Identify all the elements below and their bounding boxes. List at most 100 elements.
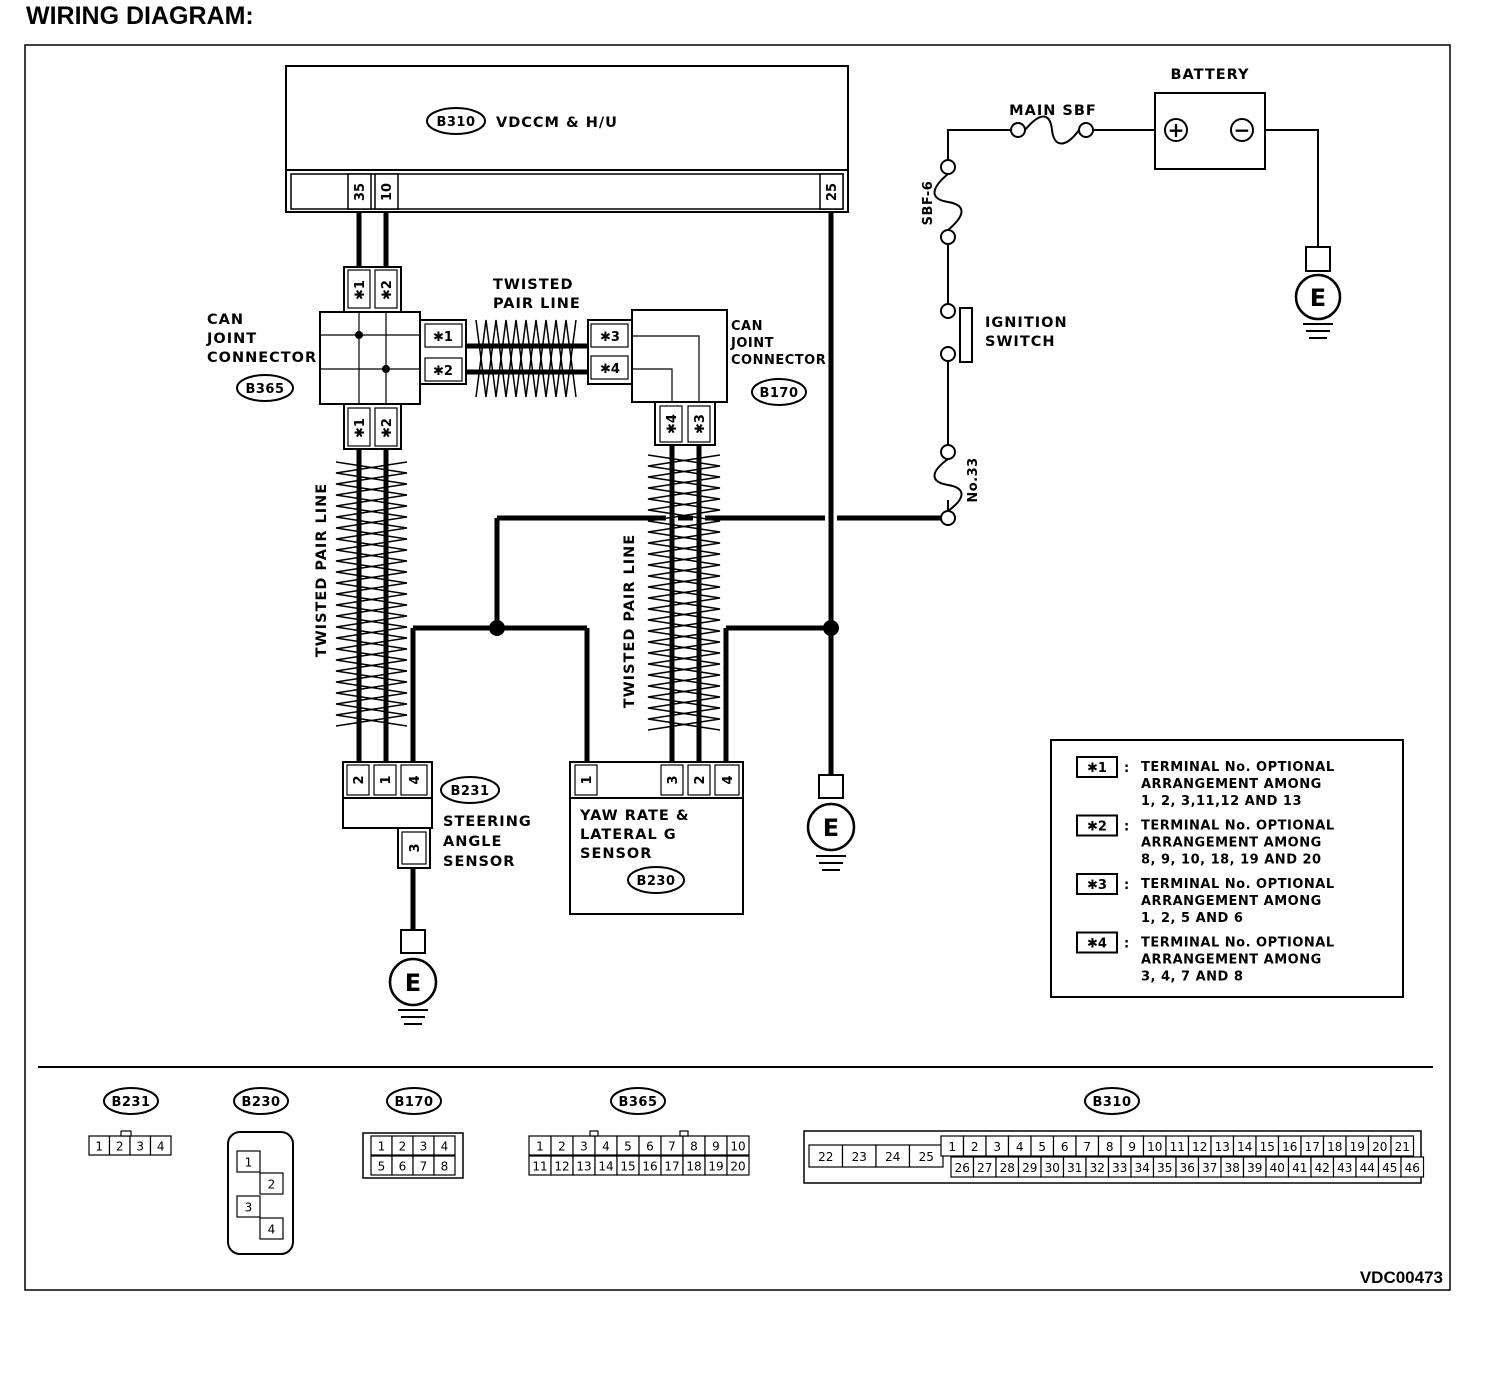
b170-tag: B170: [759, 386, 798, 401]
b365-view-pin: 5: [624, 1140, 632, 1154]
b310-view-pin: 41: [1292, 1161, 1307, 1175]
b310-view-pin: 20: [1372, 1140, 1387, 1154]
b310-view-pin: 7: [1083, 1140, 1091, 1154]
b310-view-pin: 44: [1360, 1161, 1375, 1175]
b310-view-pin: 11: [1170, 1140, 1185, 1154]
b365-tag: B365: [245, 382, 284, 397]
twisted-pair-coil: [647, 454, 721, 731]
b310-view-pin: 17: [1305, 1140, 1320, 1154]
b170-view-pin: 6: [399, 1160, 407, 1174]
b230-view-pin: 3: [245, 1201, 253, 1215]
b231-pin-3: 3: [408, 843, 423, 852]
junction-node: [489, 620, 505, 636]
b310-view-pin: 15: [1260, 1140, 1275, 1154]
b170-bottom-pin-3: ✱3: [693, 414, 708, 434]
battery-plus-icon: +: [1168, 118, 1185, 142]
legend-key-box: [1076, 873, 1118, 895]
b231-view-pin: 2: [116, 1140, 124, 1154]
b170-left-pin-3: ✱3: [600, 330, 620, 345]
connector-tag-label: B310: [1092, 1095, 1131, 1110]
b310-view-pin: 1: [948, 1140, 956, 1154]
twisted-pair-label-top-1: TWISTED: [493, 277, 574, 293]
connector-tag: [440, 776, 500, 804]
b365-label-line1: CAN: [207, 312, 244, 328]
b231-view-pin: 1: [95, 1140, 103, 1154]
legend-text-line: ARRANGEMENT AMONG: [1141, 777, 1322, 792]
b310-view-pin: 9: [1128, 1140, 1136, 1154]
connector-tag: [233, 1087, 289, 1115]
legend-key-box: [1076, 931, 1118, 954]
b310-view-pin: 33: [1112, 1161, 1127, 1175]
b230-view-pin: 2: [268, 1178, 276, 1192]
b170-label-line1: CAN: [731, 319, 763, 334]
b365-view-pin: 9: [712, 1140, 720, 1154]
legend-text-line: TERMINAL No. OPTIONAL: [1141, 819, 1335, 834]
battery-minus-icon: −: [1234, 118, 1251, 142]
b310-view-pin: 16: [1282, 1140, 1297, 1154]
b310-view-pin: 46: [1405, 1161, 1420, 1175]
b170-bottom-pin-4: ✱4: [665, 414, 680, 434]
main-sbf-label: MAIN SBF: [1009, 103, 1097, 119]
b310-view-pin: 21: [1395, 1140, 1410, 1154]
b310-view-pin: 13: [1215, 1140, 1230, 1154]
vdccm-unit: 35 10 25 B310 VDCCM & H/U: [285, 65, 849, 213]
legend-key: ✱3: [1087, 878, 1107, 893]
b310-view-pin: 25: [919, 1150, 934, 1164]
b231-pin-4: 4: [408, 775, 423, 784]
ground-letter: E: [823, 814, 839, 842]
yaw-label-line1: YAW RATE &: [579, 808, 689, 824]
b310-view-pin: 32: [1090, 1161, 1105, 1175]
b365-view-pin: 20: [730, 1160, 745, 1174]
b365-view-pin: 3: [580, 1140, 588, 1154]
b310-view-pin: 42: [1315, 1161, 1330, 1175]
twisted-pair-coil: [335, 461, 408, 727]
connector-tag: [236, 374, 294, 402]
wires: [356, 210, 945, 930]
b170-label-line2: JOINT: [730, 336, 774, 351]
legend-text-line: TERMINAL No. OPTIONAL: [1141, 760, 1335, 775]
b365-view-pin: 16: [642, 1160, 657, 1174]
b230-view-pin: 1: [245, 1156, 253, 1170]
b230-pin-2: 2: [693, 775, 708, 784]
legend-text-line: ARRANGEMENT AMONG: [1141, 894, 1322, 909]
b310-view-pin: 27: [977, 1161, 992, 1175]
connector-tag-label: B365: [618, 1095, 657, 1110]
ground-letter: E: [1310, 284, 1326, 312]
b310-view-pin: 23: [852, 1150, 867, 1164]
ground-letter: E: [405, 969, 421, 997]
b170-view-pin: 7: [420, 1160, 428, 1174]
steering-label-line2: ANGLE: [443, 834, 502, 850]
connector-cell: [726, 1135, 750, 1156]
ground-symbol: E: [388, 929, 438, 1025]
b365-top-pin-1: ✱1: [353, 280, 368, 300]
b310-view-pin: 36: [1180, 1161, 1195, 1175]
b310-view-pin: 40: [1270, 1161, 1285, 1175]
b310-view-pin: 4: [1016, 1140, 1024, 1154]
b365-view-pin: 13: [576, 1160, 591, 1174]
steering-angle-sensor-b231: 2 1 4 3 B231 STEERING ANGLE SENSOR: [342, 761, 532, 870]
b170-view-pin: 5: [378, 1160, 386, 1174]
steering-label-line1: STEERING: [443, 814, 532, 830]
b365-view-pin: 10: [730, 1140, 745, 1154]
ignition-label-line1: IGNITION: [985, 315, 1068, 331]
fuse33-label: No.33: [966, 457, 981, 502]
b310-view-pin: 19: [1350, 1140, 1365, 1154]
can-joint-connector-b170: ✱3 ✱4 ✱4 ✱3 CAN JOINT CONNECTOR B170: [587, 309, 826, 446]
vdccm-pin-10: 10: [380, 183, 395, 201]
b365-view-pin: 19: [708, 1160, 723, 1174]
b310-view-pin: 6: [1061, 1140, 1069, 1154]
figure-id: VDC00473: [1360, 1268, 1443, 1287]
b230-pin-3: 3: [666, 775, 681, 784]
b170-view-pin: 8: [441, 1160, 449, 1174]
b231-tag: B231: [450, 784, 489, 799]
yaw-label-line2: LATERAL G: [580, 827, 677, 843]
b365-bottom-pin-2: ✱2: [380, 418, 395, 438]
legend-text-line: 8, 9, 10, 18, 19 AND 20: [1141, 853, 1322, 868]
junction-node: [823, 620, 839, 636]
b310-view-pin: 3: [993, 1140, 1001, 1154]
connector-cell: [236, 1150, 261, 1173]
b170-left-pin-4: ✱4: [600, 362, 620, 377]
b230-pin-4: 4: [721, 775, 736, 784]
b365-view-pin: 15: [620, 1160, 635, 1174]
yaw-label-line3: SENSOR: [580, 846, 652, 862]
